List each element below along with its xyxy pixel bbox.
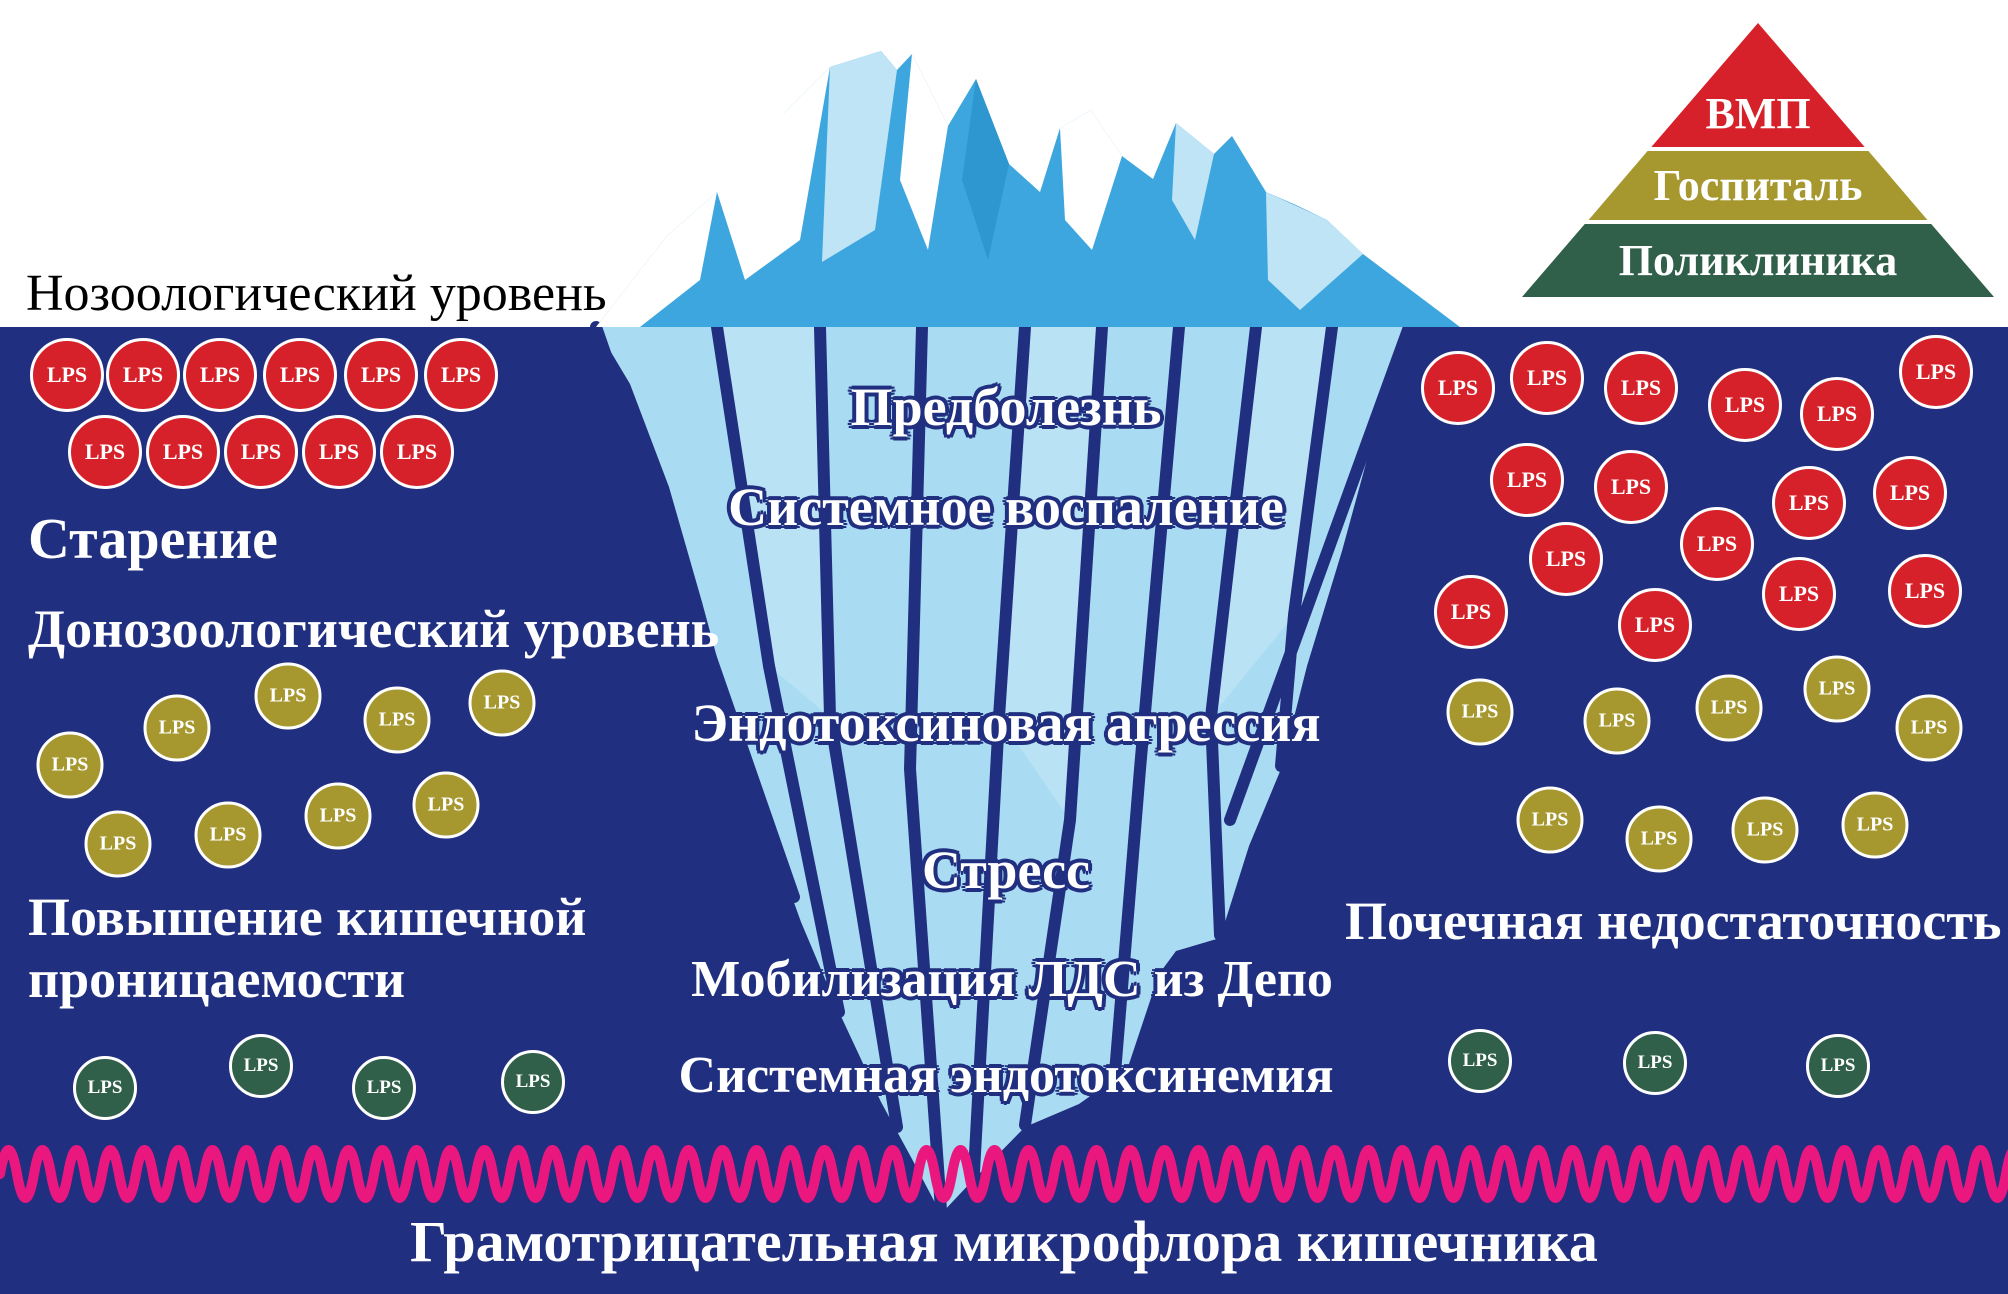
lps-circle-right-red: LPS <box>1421 351 1495 425</box>
pyramid-level-hospital: Госпиталь <box>1588 151 1928 220</box>
iceberg-facet <box>717 67 830 280</box>
nosological-level-label: Нозоологический уровень <box>26 265 607 322</box>
lps-circle-left-olive: LPS <box>412 771 480 839</box>
lps-circle-right-red: LPS <box>1772 466 1846 540</box>
pyramid-level-vmp-label: ВМП <box>1705 89 1811 138</box>
lps-circle-right-red: LPS <box>1594 450 1668 524</box>
pyramid-level-polyclinic-label: Поликлиника <box>1618 236 1898 285</box>
gut-microflora-label: Грамотрицательная микрофлора кишечника <box>410 1209 1598 1274</box>
microflora-wave <box>0 1145 2008 1203</box>
lps-circle-right-red: LPS <box>1680 507 1754 581</box>
lps-circle-left-red: LPS <box>302 415 376 489</box>
stage-systemic-endotoxinemia-label: Системная эндотоксинемия <box>678 1047 1334 1104</box>
iceberg-facet <box>962 79 1009 260</box>
lps-circle-right-olive: LPS <box>1695 674 1763 742</box>
prenosological-level-label: Донозоологический уровень <box>28 599 720 659</box>
lps-circle-left-red: LPS <box>183 338 257 412</box>
iceberg-facet <box>822 51 897 262</box>
lps-circle-right-olive: LPS <box>1583 687 1651 755</box>
lps-circle-right-red: LPS <box>1604 351 1678 425</box>
lps-circle-left-olive: LPS <box>84 810 152 878</box>
lps-circle-right-olive: LPS <box>1895 694 1963 762</box>
lps-circle-left-green: LPS <box>229 1034 293 1098</box>
lps-circle-left-olive: LPS <box>143 694 211 762</box>
lps-circle-right-red: LPS <box>1618 588 1692 662</box>
lps-circle-right-red: LPS <box>1800 377 1874 451</box>
lps-circle-left-green: LPS <box>352 1056 416 1120</box>
lps-circle-left-olive: LPS <box>36 731 104 799</box>
iceberg-underwater-streak <box>717 327 830 717</box>
lps-circle-left-red: LPS <box>30 338 104 412</box>
lps-circle-right-olive: LPS <box>1446 678 1514 746</box>
aging-label: Старение <box>28 506 278 571</box>
intestinal-permeability-label-line1: Повышение кишечной <box>28 887 587 947</box>
lps-circle-left-red: LPS <box>263 338 337 412</box>
lps-circle-left-red: LPS <box>106 338 180 412</box>
iceberg-crevasse-lines <box>590 321 1415 1216</box>
microflora-wave-graphic <box>0 1145 2008 1203</box>
stage-lds-mobilization-label: Мобилизация ЛДС из Депо <box>691 951 1333 1008</box>
lps-circle-left-olive: LPS <box>363 686 431 754</box>
lps-circle-left-red: LPS <box>224 415 298 489</box>
lps-circle-left-olive: LPS <box>194 801 262 869</box>
lps-circle-right-green: LPS <box>1623 1031 1687 1095</box>
lps-circle-right-olive: LPS <box>1803 655 1871 723</box>
iceberg-facet <box>596 192 717 327</box>
lps-circle-left-green: LPS <box>73 1056 137 1120</box>
lps-circle-right-red: LPS <box>1888 554 1962 628</box>
lps-circle-left-red: LPS <box>146 415 220 489</box>
iceberg-facet <box>1266 192 1363 310</box>
lps-circle-right-olive: LPS <box>1731 796 1799 864</box>
lps-circle-left-red: LPS <box>424 338 498 412</box>
stage-stress-label: Стресс <box>921 840 1091 900</box>
lps-circle-right-red: LPS <box>1708 368 1782 442</box>
lps-circle-left-green: LPS <box>501 1050 565 1114</box>
care-levels-pyramid: ВМП Госпиталь Поликлиника <box>1522 23 1994 297</box>
iceberg-facet <box>1060 110 1122 250</box>
lps-circle-right-red: LPS <box>1510 341 1584 415</box>
lps-circle-left-red: LPS <box>344 338 418 412</box>
pyramid-level-hospital-label: Госпиталь <box>1653 161 1863 210</box>
stage-endotoxin-aggression-label: Эндотоксиновая агрессия <box>691 693 1321 753</box>
lps-circle-right-green: LPS <box>1448 1029 1512 1093</box>
lps-circle-left-olive: LPS <box>468 669 536 737</box>
iceberg-underwater-streak <box>1211 327 1332 717</box>
lps-circle-right-olive: LPS <box>1625 805 1693 873</box>
lps-circle-right-red: LPS <box>1762 557 1836 631</box>
lps-circle-right-olive: LPS <box>1516 786 1584 854</box>
lps-circle-left-red: LPS <box>68 415 142 489</box>
renal-insufficiency-label: Почечная недостаточность <box>1345 891 2002 951</box>
lps-circle-right-red: LPS <box>1873 456 1947 530</box>
lps-circle-left-olive: LPS <box>254 662 322 730</box>
stage-systemic-inflammation-label: Системное воспаление <box>728 477 1284 537</box>
pyramid-level-polyclinic: Поликлиника <box>1522 224 1994 297</box>
intestinal-permeability-label-line2: проницаемости <box>28 949 406 1009</box>
lps-circle-left-red: LPS <box>380 415 454 489</box>
lps-circle-left-olive: LPS <box>304 782 372 850</box>
iceberg-facet <box>900 54 948 250</box>
lps-circle-right-red: LPS <box>1529 522 1603 596</box>
lps-circle-right-red: LPS <box>1490 443 1564 517</box>
lps-circle-right-olive: LPS <box>1841 791 1909 859</box>
lps-circle-right-red: LPS <box>1899 335 1973 409</box>
stage-predisease-label: Предболезнь <box>850 377 1162 437</box>
lps-circle-right-red: LPS <box>1434 575 1508 649</box>
lps-circle-right-green: LPS <box>1806 1034 1870 1098</box>
iceberg-facet <box>1172 123 1214 240</box>
